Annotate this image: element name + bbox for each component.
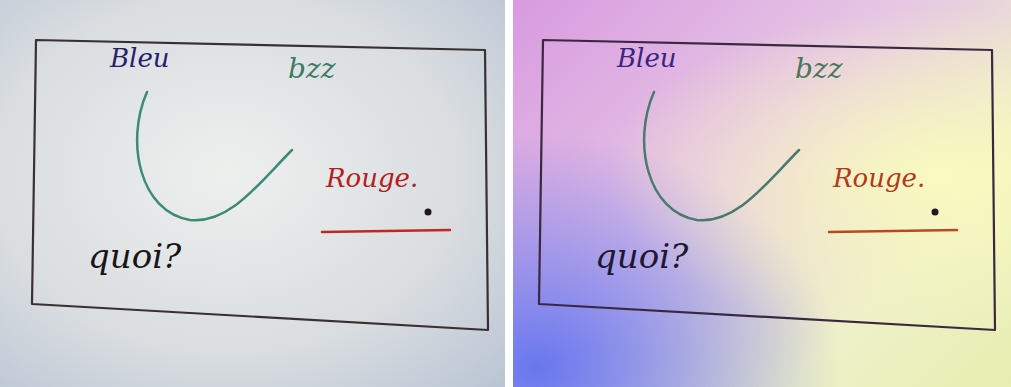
handwritten-word: Bleu [110,44,170,73]
ink-dot [425,209,432,216]
hand-drawn-card: Bleu bzzRouge. quoi? [30,32,492,337]
handwritten-word: bzz [288,54,335,85]
ink-dot [932,209,939,216]
card-border [32,40,488,330]
hand-drawn-card: Bleu bzzRouge. quoi? [537,32,999,337]
card-border [539,40,995,330]
handwritten-word: Rouge. [326,164,418,193]
tinted-photo-background [513,0,1011,387]
green-curve [137,92,292,220]
card-outline [537,32,999,337]
red-underline [322,230,450,232]
photo-background [0,0,505,387]
handwritten-word: quoi? [595,238,688,275]
handwritten-word: Rouge. [833,164,925,193]
card-outline [30,32,492,337]
handwritten-word: bzz [795,54,842,85]
handwritten-word: Bleu [617,44,677,73]
red-underline [829,230,957,232]
handwritten-word: quoi? [88,238,181,275]
green-curve [644,92,799,220]
